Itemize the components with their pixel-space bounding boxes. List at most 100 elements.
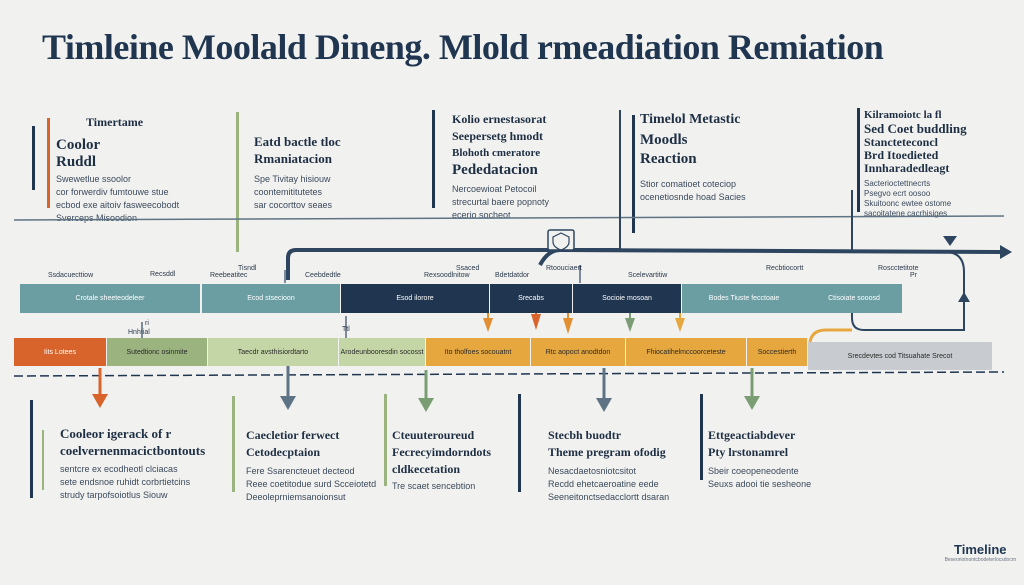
page-title: Timleine Moolald Dineng. Mlold rmeadiati… <box>42 27 884 67</box>
block-body-line: Recdd ehetcaeroatine eede <box>548 479 659 489</box>
logo-subtitle: Beseoriotnontcbodeterlocsdocm <box>944 557 1016 563</box>
block-body-line: Seuxs adooi tie sesheone <box>708 479 812 489</box>
accent-bar <box>232 396 235 492</box>
arrowhead <box>1000 245 1012 259</box>
block-body-line: Swewetlue ssoolor <box>56 174 132 184</box>
timeline-label: Rtoouciaert <box>546 265 582 272</box>
bottom-block-5: Ettgeactiabdever Pty lrstonamrel Sbeir c… <box>708 427 811 491</box>
block-body-line: sar cocorttov seaes <box>254 200 333 210</box>
timeline-label: Tisndl <box>238 265 257 272</box>
block-heading: Blohoth cmeratore <box>452 147 541 159</box>
block-body-line: sentcre ex ecodheotl clciacas <box>60 464 178 474</box>
timeline-label: Pr <box>910 272 917 279</box>
block-heading: Kilramoiotc la fl <box>864 109 942 121</box>
bottom-block-2: Caecletior ferwect Cetodecptaion Fere Ss… <box>246 427 376 504</box>
block-heading: Kolio ernestasorat <box>452 112 547 126</box>
block-body-line: Spe Tivitay hisiouw <box>254 174 331 184</box>
timeline-label: Ttl <box>342 326 350 333</box>
accent-bar <box>30 400 33 498</box>
block-body-line: Tre scaet sencebtion <box>392 481 476 491</box>
accent-bar <box>632 115 635 233</box>
bottom-block-3: Cteuuteroureud Fecrecyimdorndots cldkece… <box>392 427 491 493</box>
timeline-label: Ssdacuecttiow <box>48 272 94 279</box>
accent-bar <box>236 112 239 252</box>
block-body-line: coontemititutetes <box>254 187 323 197</box>
timeline-label: Recsddl <box>150 271 176 278</box>
block-heading: Timertame <box>86 115 144 129</box>
block-heading: Pty lrstonamrel <box>708 445 789 459</box>
top-block-5: Kilramoiotc la fl Sed Coet buddling Stan… <box>864 109 967 219</box>
timeline-label: Rexsoodlnitow <box>424 272 470 279</box>
block-body-line: Nercoewioat Petocoil <box>452 184 537 194</box>
arrowhead <box>958 292 970 302</box>
block-body-line: Sbeir coeopeneodente <box>708 466 799 476</box>
block-body-line: Psegvo ecrt oosoo <box>864 189 931 198</box>
block-body-line: strudy tarpofsoiotlus Siouw <box>60 490 168 500</box>
block-heading: Pededatacion <box>452 162 538 178</box>
block-body-line: sete endsnoe ruhidt corbrtietcins <box>60 477 191 487</box>
timeline-segment: Srecdevtes cod Titsuahate Srecot <box>808 342 992 370</box>
block-heading: Seepersetg hmodt <box>452 129 543 143</box>
timeline-segment: Sutedtionc osinmite <box>107 338 207 366</box>
block-body-line: strecurtal baere popnoty <box>452 197 550 207</box>
accent-bar <box>384 394 387 486</box>
timeline-segment: Socioie mosoan <box>573 284 681 313</box>
block-body-line: Deeoleprniemsanoionsut <box>246 492 346 502</box>
timeline-segment: Srecabs <box>490 284 572 313</box>
block-heading: Caecletior ferwect <box>246 428 340 442</box>
timeline-segment: Ecod stsecioon <box>202 284 340 313</box>
logo-title: Timeline <box>954 542 1007 557</box>
timeline-segment: Iits Lotees <box>14 338 106 366</box>
timeline-label: Scelevartitiw <box>628 272 668 279</box>
timeline-label: ri <box>145 320 149 327</box>
timeline-label: Reebeatitec <box>210 272 248 279</box>
block-body-line: Fere Ssarencteuet decteod <box>246 466 355 476</box>
timeline-label: Hnhtial <box>128 329 150 336</box>
block-heading: Reaction <box>640 151 697 167</box>
block-body-line: Nesacdaetosniotcsitot <box>548 466 637 476</box>
timeline-segment: Ctisoiate sooosd <box>806 284 902 313</box>
block-heading: Ettgeactiabdever <box>708 428 796 442</box>
top-block-4: Timelol Metastic Moodls Reaction Stior c… <box>640 111 746 204</box>
top-block-1: Timertame Coolor Ruddl Swewetlue ssoolor… <box>56 114 179 225</box>
accent-bar <box>432 110 435 208</box>
timeline-label: Recbtiocortt <box>766 265 804 272</box>
block-heading: Rmaniatacion <box>254 151 332 166</box>
block-body-line: Sverceps Misoodion <box>56 213 138 223</box>
block-heading: Cetodecptaion <box>246 445 320 459</box>
timeline-segment: Taecdr avsthisiordtarto <box>208 338 338 366</box>
timeline-label: Ssaced <box>456 265 480 272</box>
block-body-line: ocenetiosnde hoad Sacies <box>640 192 746 202</box>
accent-bar <box>700 394 703 480</box>
timeline-segment: Crotale sheeteodeleer <box>20 284 200 313</box>
arrowhead <box>943 236 957 246</box>
timeline-segment: Arodeunbooresdin socosst <box>339 338 425 366</box>
timeline-segment: Fhiocatihelmccoorceteste <box>626 338 746 366</box>
block-heading: cldkecetation <box>392 462 460 476</box>
accent-bar <box>857 108 860 212</box>
block-body-line: cor forwerdiv fumtouwe stue <box>56 187 169 197</box>
block-body-line: Stior comatioet coteciop <box>640 179 737 189</box>
flow-path <box>944 251 965 310</box>
block-heading: Theme pregram ofodig <box>548 445 666 459</box>
timeline-label: Ceebdedtle <box>305 272 341 279</box>
block-heading: Stecbh buodtr <box>548 428 622 442</box>
block-heading: Innharadedleagt <box>864 161 950 175</box>
bottom-block-1: Cooleor igerack of r coelvernenmacictbon… <box>60 425 205 502</box>
flow-path <box>808 328 852 343</box>
block-body-line: sacoitatene cacrhisiges <box>864 209 948 218</box>
timeline-segment: Bodes Tiuste fecctoaie <box>682 284 806 313</box>
accent-bar <box>32 126 35 190</box>
block-heading: coelvernenmacictbontouts <box>60 443 206 458</box>
block-heading: Ruddl <box>56 154 97 170</box>
block-body-line: Seeneitonctsedacclortt dsaran <box>548 492 670 502</box>
block-body-line: ecerio socheot <box>452 210 511 220</box>
block-body-line: Sacterioctettnecrts <box>864 179 931 188</box>
block-heading: Eatd bactle tloc <box>254 134 341 149</box>
timeline-divider <box>13 371 1005 377</box>
block-heading: Brd Itoedieted <box>864 148 939 162</box>
timeline-segment: Soccestierth <box>747 338 807 366</box>
block-body-line: Skuitoonc ewtee ostome <box>864 199 952 208</box>
accent-bar <box>47 118 50 208</box>
timeline-label: Roscctetitote <box>878 265 919 272</box>
